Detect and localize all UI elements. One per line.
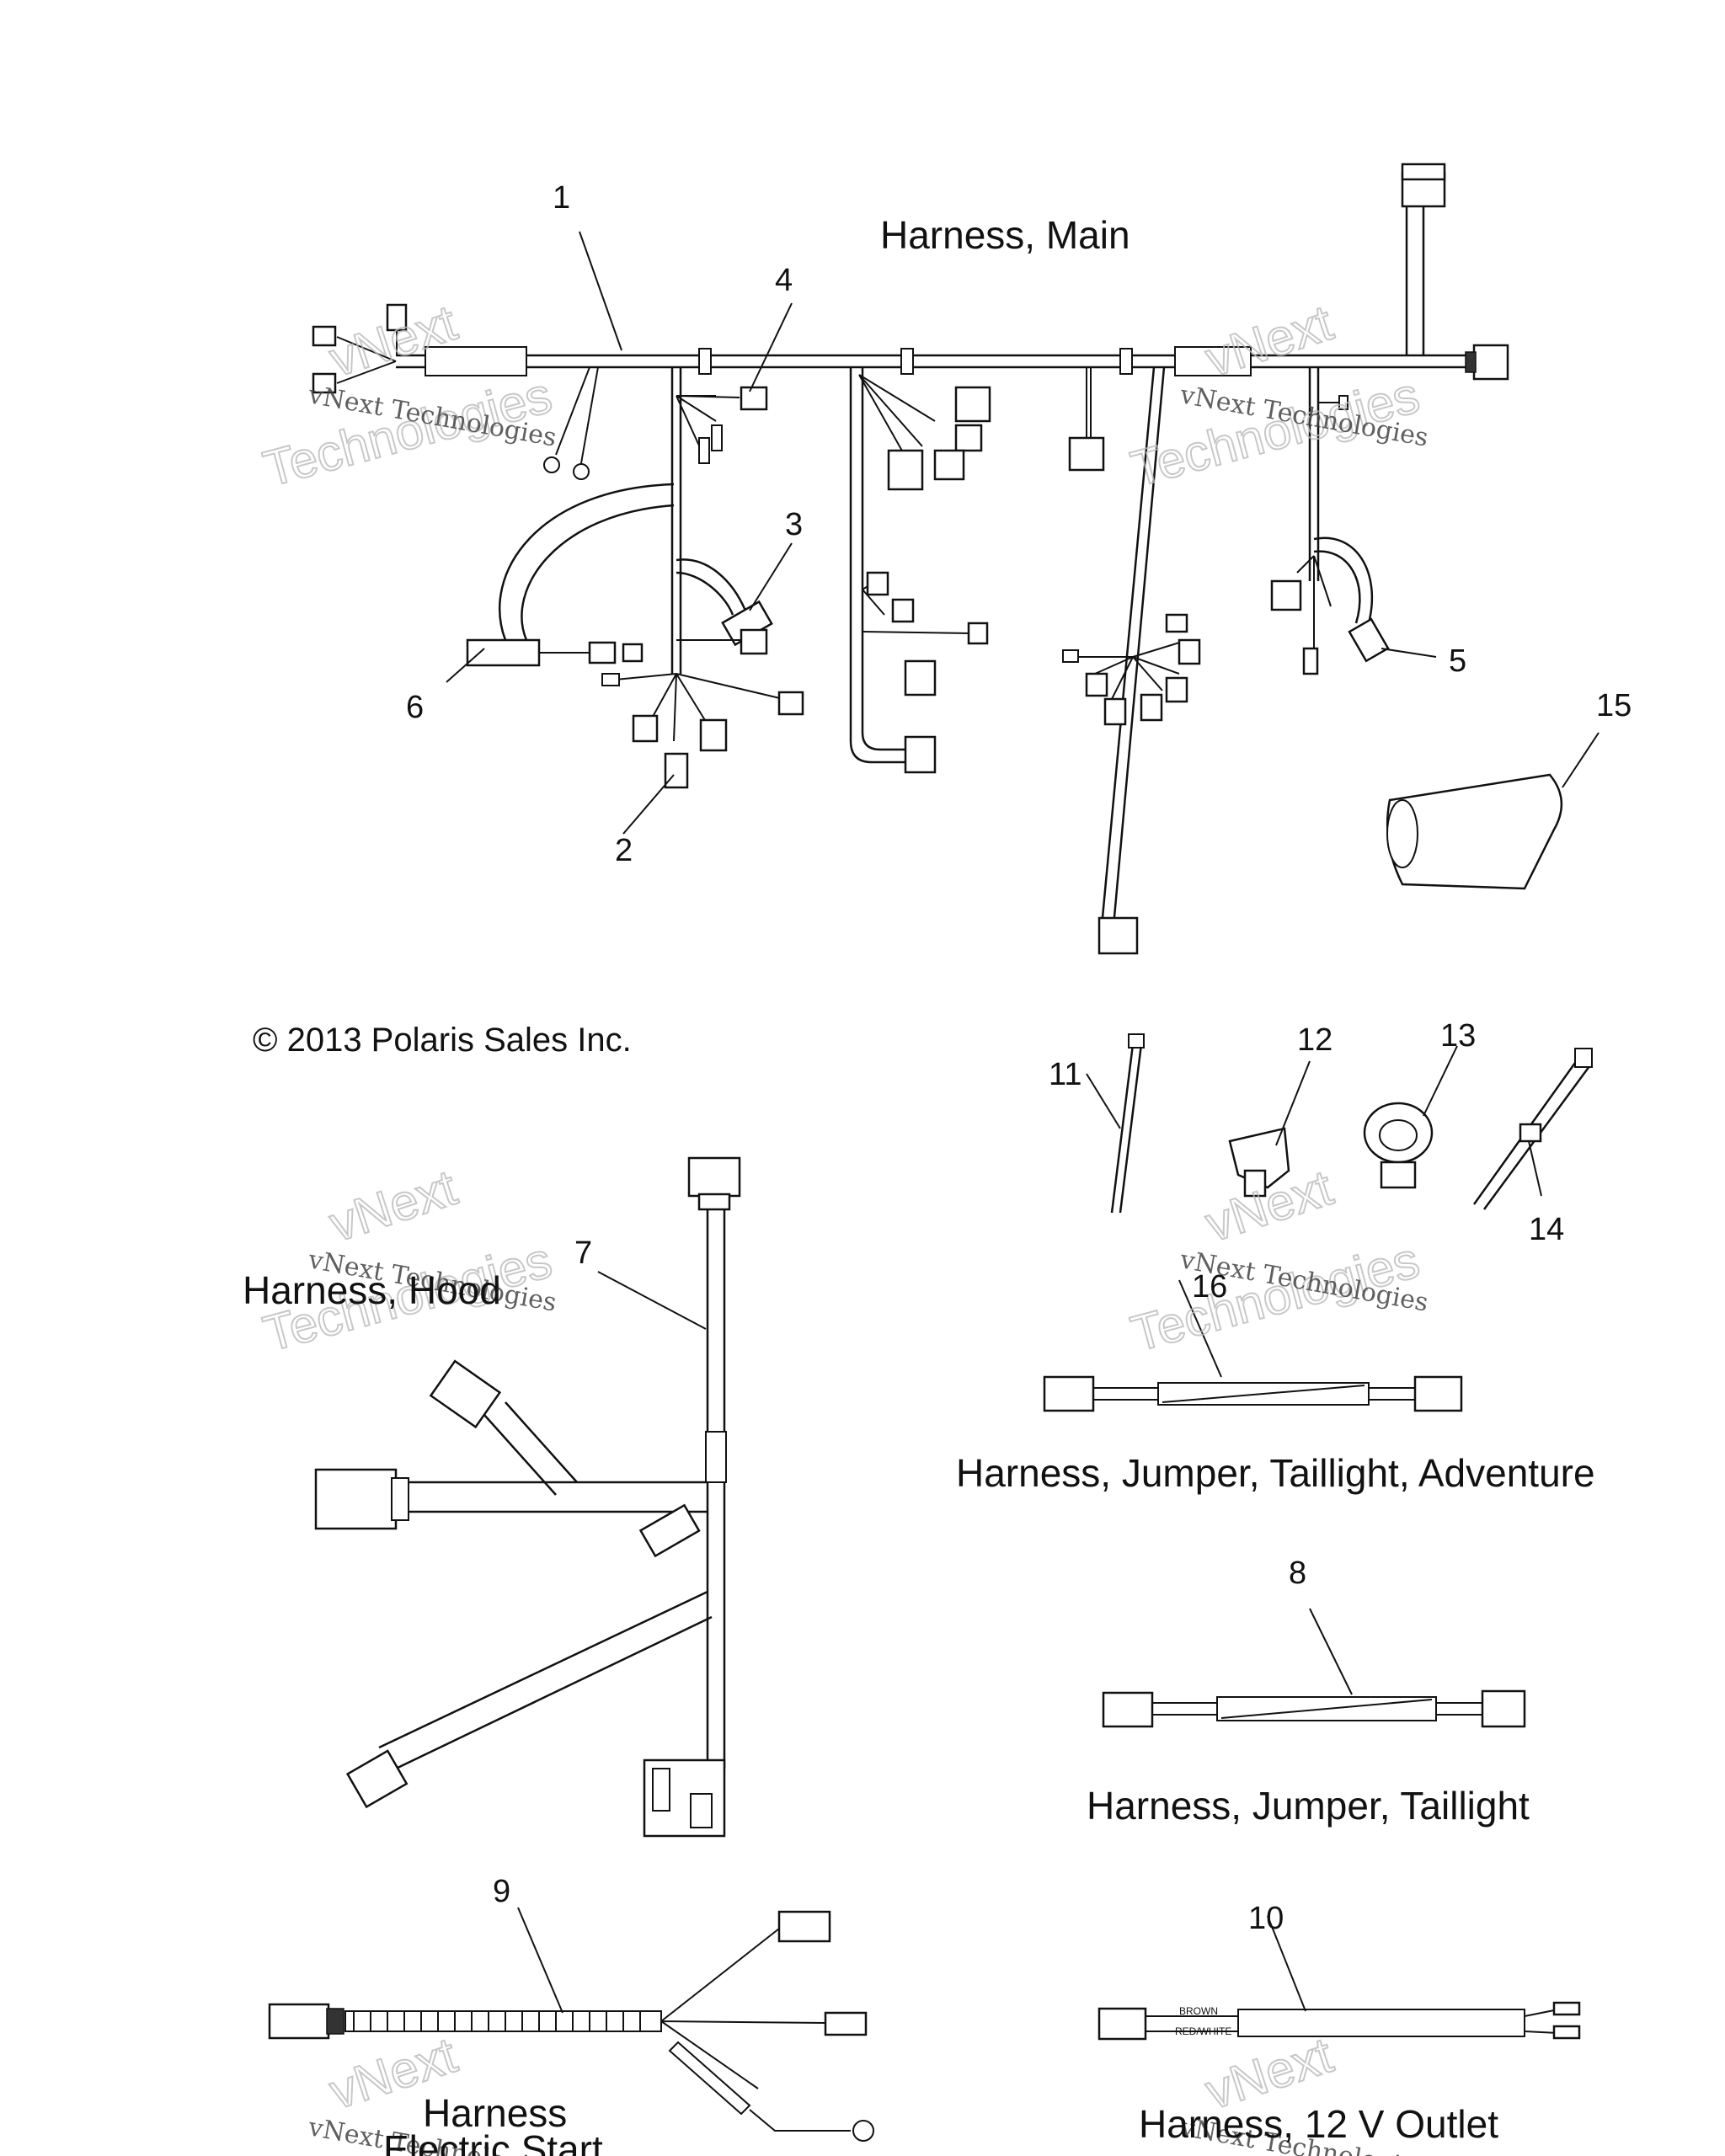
callout-9: 9 (493, 1874, 510, 1909)
label-harness-main: Harness, Main (880, 213, 1130, 257)
callout-6: 6 (406, 690, 424, 725)
callout-16: 16 (1192, 1269, 1227, 1305)
title-labels: Harness, Main © 2013 Polaris Sales Inc. … (243, 213, 1595, 2156)
callout-15: 15 (1596, 688, 1632, 723)
jumper-taillight-drawing (1102, 1608, 1526, 1728)
label-harness-jumper-taillight: Harness, Jumper, Taillight (1087, 1784, 1530, 1828)
callout-numbers: 1 4 3 5 6 2 15 11 12 13 14 7 16 8 9 10 (406, 180, 1632, 1936)
callout-8: 8 (1289, 1556, 1306, 1591)
copyright-text: © 2013 Polaris Sales Inc. (253, 1022, 632, 1059)
callout-3: 3 (785, 507, 803, 542)
label-electric-start-line2: Electric Start (383, 2127, 603, 2156)
electric-start-drawing (268, 1907, 874, 2142)
callout-2: 2 (615, 833, 633, 868)
label-harness-hood: Harness, Hood (243, 1268, 501, 1312)
watermark-group: vNext Technologies vNext Technologies vN… (257, 293, 1430, 2156)
wire-label-red-white: RED/WHITE (1175, 2025, 1231, 2037)
main-harness-drawing (312, 163, 1563, 955)
hood-harness-drawing (314, 1156, 741, 1838)
label-harness-jumper-adventure: Harness, Jumper, Taillight, Adventure (956, 1451, 1595, 1495)
watermark-big-top-3: vNext (323, 1159, 463, 1252)
callout-11: 11 (1049, 1057, 1081, 1092)
wire-label-brown: BROWN (1179, 2005, 1218, 2017)
callout-14: 14 (1529, 1212, 1564, 1247)
callout-4: 4 (775, 263, 793, 298)
callout-1: 1 (553, 180, 570, 216)
label-harness-12v-outlet: Harness, 12 V Outlet (1139, 2102, 1498, 2146)
callout-12: 12 (1297, 1022, 1332, 1058)
main-leader-lines (446, 231, 1599, 835)
outlet-harness-drawing: BROWN RED/WHITE (1097, 1915, 1581, 2041)
small-parts-drawing (1086, 1033, 1594, 1214)
callout-13: 13 (1440, 1018, 1476, 1054)
jumper-adventure-drawing (1043, 1279, 1463, 1412)
label-electric-start-line1: Harness (423, 2091, 567, 2135)
callout-5: 5 (1449, 643, 1466, 679)
callout-10: 10 (1248, 1901, 1284, 1936)
callout-7: 7 (574, 1235, 592, 1271)
